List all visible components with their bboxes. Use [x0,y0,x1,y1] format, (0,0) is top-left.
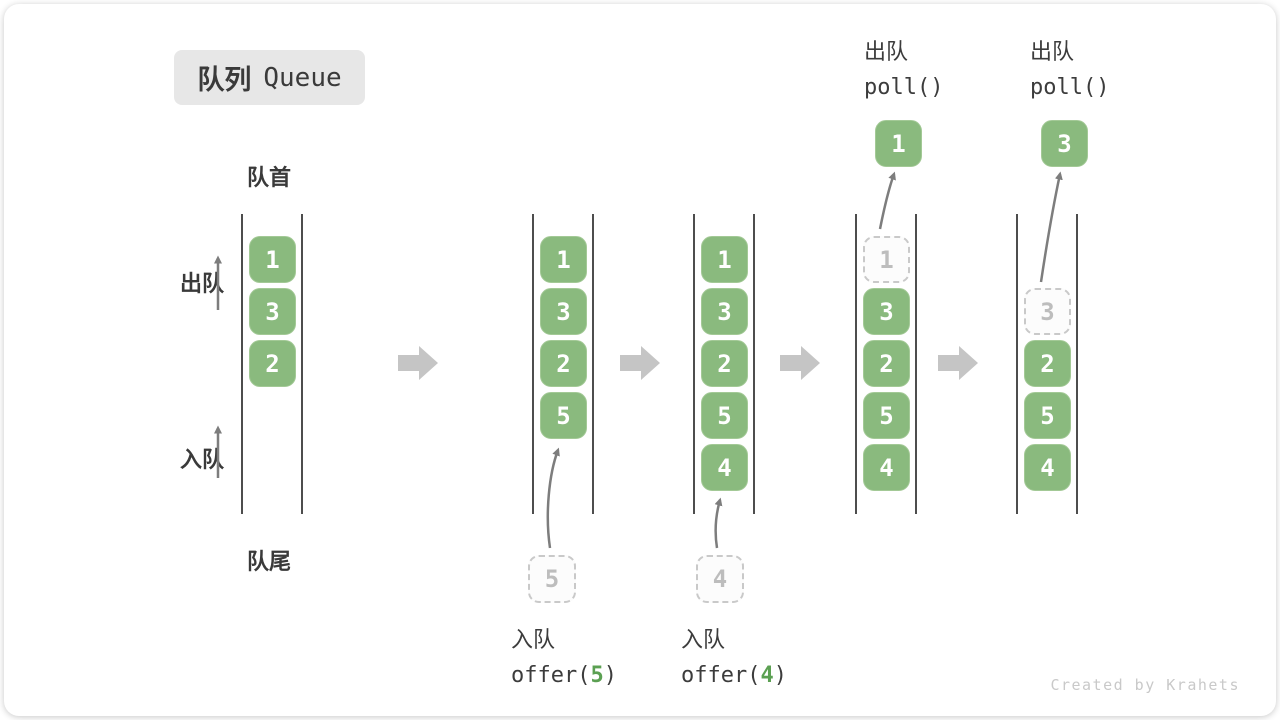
queue-2-channel: 1 3 2 5 [532,214,594,514]
queue-3-channel: 1 3 2 5 4 [693,214,755,514]
dequeue-operation-label: 出队 poll() [1030,34,1109,100]
enqueue-code: offer(5) [511,663,617,688]
enqueue-arg: 5 [590,663,604,688]
dequeue-code: poll() [864,75,944,100]
queue-cell: 3 [249,288,296,335]
step-arrow-icon [780,346,820,380]
enqueue-value-ghost: 4 [696,555,744,603]
queue-cell: 2 [540,340,587,387]
queue-cell: 1 [540,236,587,283]
label-dequeue-left: 出队 [180,271,225,296]
title-en: Queue [263,62,342,93]
queue-cell: 2 [249,340,296,387]
queue-1-channel: 1 3 2 [241,214,303,514]
queue-cell-removed: 3 [1024,288,1071,335]
step-arrow-icon [938,346,978,380]
queue-cell: 5 [540,392,587,439]
queue-cell: 5 [863,392,910,439]
label-enqueue-left: 入队 [180,447,225,472]
title-badge: 队列 Queue [174,50,365,105]
queue-cell: 2 [1024,340,1071,387]
title-zh: 队列 [197,65,252,95]
watermark: Created by Krahets [1050,676,1240,694]
dequeue-operation-label: 出队 poll() [864,34,943,100]
enqueue-label-zh: 入队 [511,627,556,652]
queue-cell: 5 [1024,392,1071,439]
dequeue-label-zh: 出队 [864,39,909,64]
label-queue-front: 队首 [247,165,292,190]
step-arrow-icon [620,346,660,380]
enqueue-arg: 4 [760,663,774,688]
queue-cell: 1 [701,236,748,283]
diagram-canvas: 队列 Queue 队首 队尾 出队 入队 1 3 2 1 3 2 5 1 3 2… [4,4,1276,716]
queue-4-channel: 1 3 2 5 4 [855,214,917,514]
queue-cell: 2 [863,340,910,387]
queue-cell: 5 [701,392,748,439]
dequeue-code: poll() [1030,75,1110,100]
enqueue-code: offer(4) [681,663,787,688]
queue-cell: 1 [249,236,296,283]
step-arrow-icon [398,346,438,380]
enqueue-value-ghost: 5 [528,555,576,603]
queue-cell: 4 [863,444,910,491]
dequeued-value-cell: 1 [875,120,922,167]
label-queue-rear: 队尾 [247,549,292,574]
arrows-overlay [214,171,1063,549]
enqueue-operation-label: 入队 offer(4) [681,622,787,688]
queue-cell: 4 [1024,444,1071,491]
enqueue-label-zh: 入队 [681,627,726,652]
queue-cell: 3 [540,288,587,335]
queue-cell: 2 [701,340,748,387]
queue-cell-removed: 1 [863,236,910,283]
queue-cell: 3 [863,288,910,335]
queue-5-channel: 3 2 5 4 [1016,214,1078,514]
enqueue-operation-label: 入队 offer(5) [511,622,617,688]
dequeued-value-cell: 3 [1041,120,1088,167]
queue-cell: 3 [701,288,748,335]
dequeue-label-zh: 出队 [1030,39,1075,64]
queue-cell: 4 [701,444,748,491]
